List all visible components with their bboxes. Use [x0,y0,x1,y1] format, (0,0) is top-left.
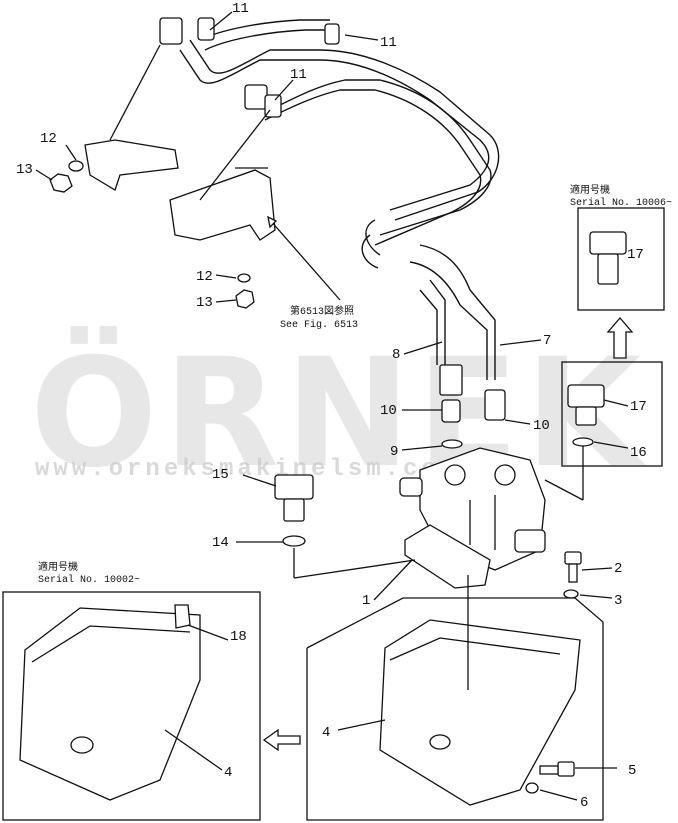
callout-5: 5 [628,763,636,779]
callout-1: 1 [362,593,370,609]
callout-11-a: 11 [232,1,249,17]
plug-17-lower [567,384,605,426]
callout-15: 15 [212,467,229,483]
adapter-10-left [441,399,461,423]
callout-9: 9 [390,444,398,460]
nut-13-top [49,173,73,193]
arrow-left [262,728,301,752]
pipe-fitting-11 [159,17,340,118]
callout-13-top: 13 [16,162,33,178]
bolt-5 [539,761,575,777]
serial-note-left-jp: 適用号機 [38,560,78,574]
serial-note-top-jp: 適用号機 [570,183,610,197]
pipe-group [179,19,500,380]
callout-7: 7 [543,333,551,349]
callout-16: 16 [630,445,647,461]
callout-18: 18 [230,629,247,645]
callout-8: 8 [392,347,400,363]
callout-4-right: 4 [322,725,330,741]
fitting-8 [439,364,463,396]
callout-17-lower: 17 [630,399,647,415]
cover-panel-4-left [19,604,201,801]
serial-box-top [577,207,665,311]
cover-panel-4-right [379,619,581,806]
serial-note-left: Serial No. 10002~ [38,574,140,586]
callout-10-left: 10 [380,403,397,419]
washer-6 [525,782,539,794]
watermark-brand: ÖRNEK [30,325,647,501]
callout-13-mid: 13 [196,295,213,311]
o-ring-9 [441,439,463,449]
callout-11-c: 11 [290,67,307,83]
nut-13-mid [235,289,255,309]
o-ring-16 [572,437,594,447]
washer-12-top [68,160,84,172]
callout-12-top: 12 [40,131,57,147]
washer-12-mid [237,273,251,283]
washer-3 [563,589,579,599]
arrow-up [606,317,634,359]
callout-10-right: 10 [533,418,550,434]
o-ring-14 [282,535,306,547]
see-fig-note: See Fig. 6513 [280,319,358,331]
control-valve-1 [399,447,546,589]
see-fig-note-jp: 第6513図参照 [290,304,354,318]
callout-12-mid: 12 [196,269,213,285]
callout-4-left: 4 [224,765,232,781]
main-frame-lower [306,597,604,821]
left-detail-frame [2,591,261,821]
callout-11-b: 11 [380,35,397,51]
bolt-2 [564,551,582,583]
callout-14: 14 [212,535,229,551]
lower-right-box [561,361,663,467]
plug-15 [274,474,314,522]
callout-6: 6 [580,795,588,811]
callout-3: 3 [614,593,622,609]
callout-17-top: 17 [627,247,644,263]
leader-lines [35,11,629,801]
callout-2: 2 [614,561,622,577]
adapter-10-right [484,389,506,421]
bracket [84,139,276,241]
serial-note-top: Serial No. 10006~ [570,197,672,209]
